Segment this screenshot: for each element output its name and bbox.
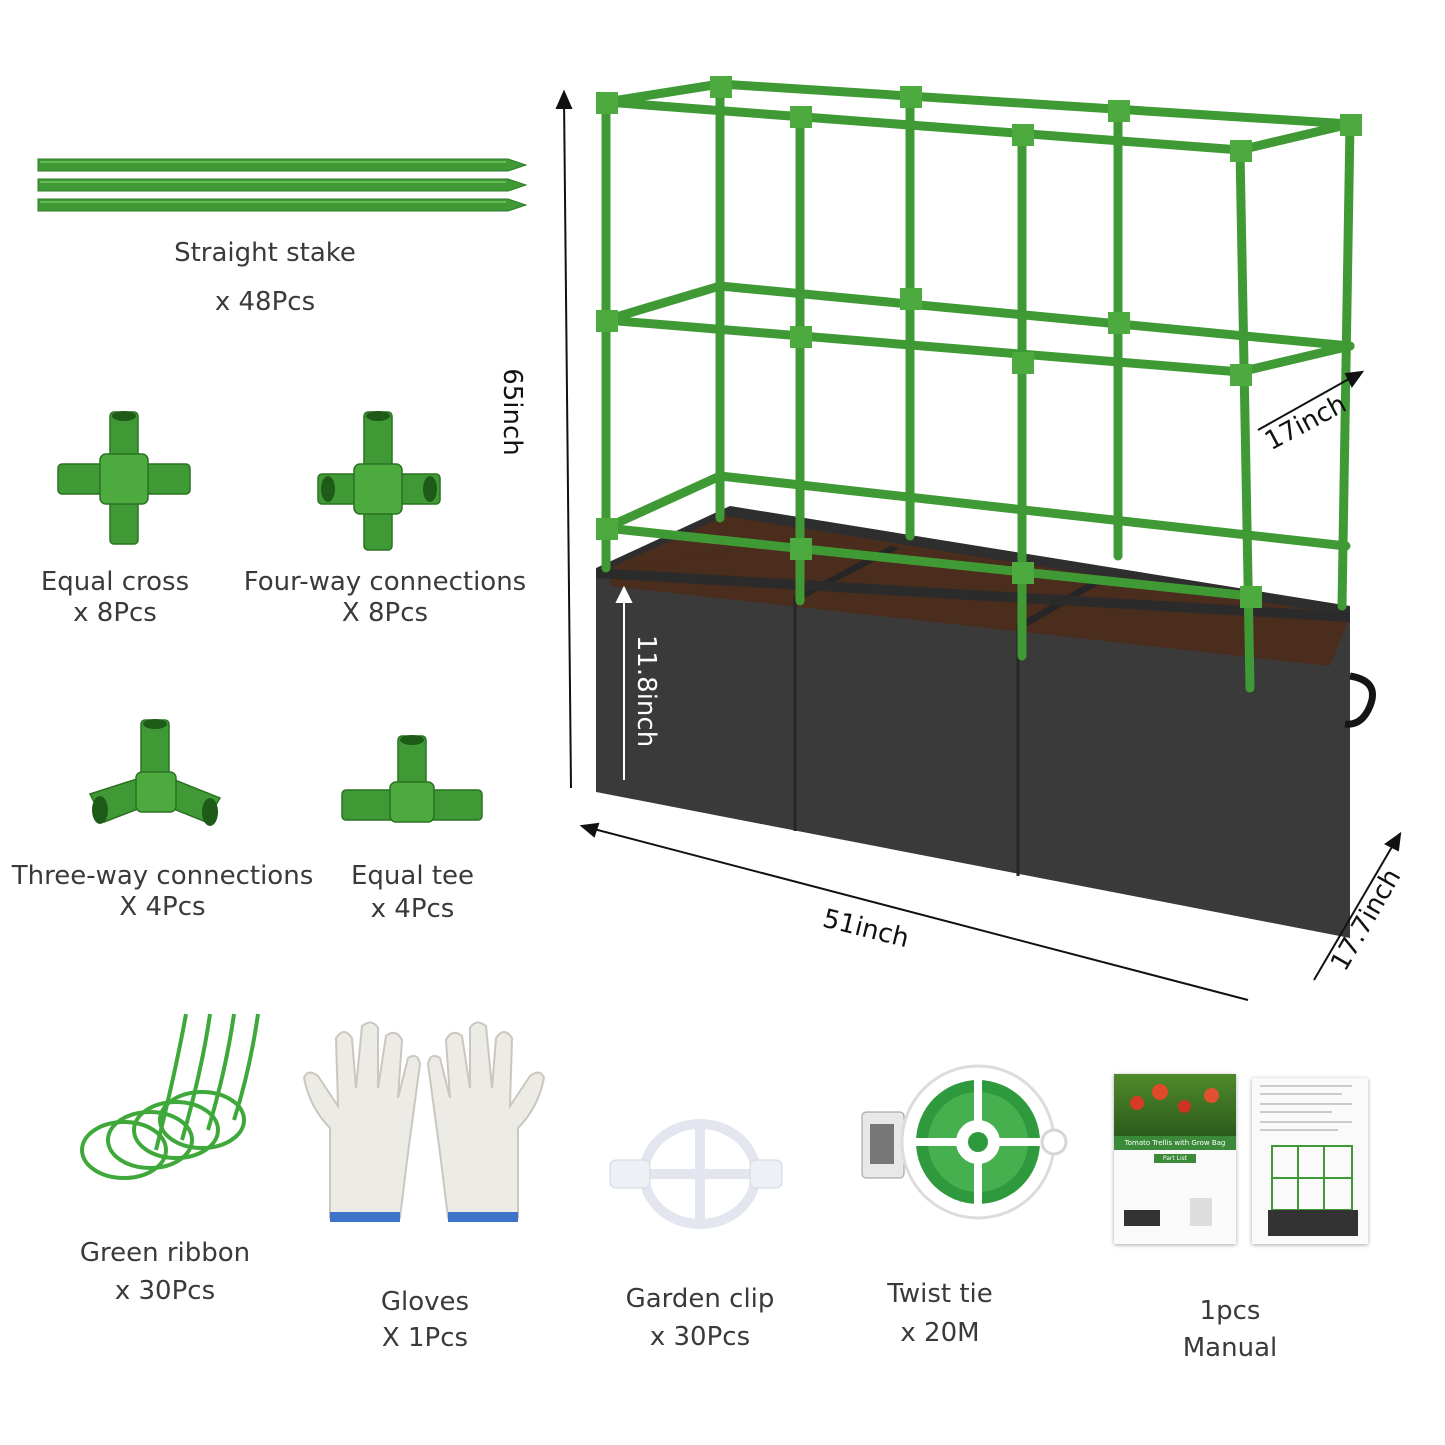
green-ribbon-label: Green ribbon <box>79 1238 251 1268</box>
tomato-icon <box>1130 1096 1144 1110</box>
manual-photo <box>1114 1074 1236 1136</box>
garden-clip-label: Garden clip <box>625 1284 775 1314</box>
garden-clip-qty: x 30Pcs <box>649 1322 751 1352</box>
four-way-image <box>316 410 442 552</box>
manual-label: Manual <box>1182 1333 1278 1363</box>
tomato-icon <box>1152 1084 1168 1100</box>
manual-part-image <box>1190 1198 1212 1226</box>
manual-section: Part List <box>1154 1154 1196 1163</box>
four-way-qty: X 8Pcs <box>341 598 429 628</box>
tomato-icon <box>1178 1100 1191 1113</box>
green-ribbon-qty: x 30Pcs <box>114 1276 216 1306</box>
bag-height-dimension: 11.8inch <box>631 634 662 748</box>
tomato-icon <box>1204 1088 1219 1103</box>
gloves-label: Gloves <box>380 1287 470 1317</box>
straight-stake-image <box>36 152 531 218</box>
manual-title: Tomato Trellis with Grow Bag <box>1114 1136 1236 1150</box>
three-way-image <box>86 718 224 834</box>
three-way-label: Three-way connections <box>11 861 314 891</box>
manual-part-image <box>1124 1210 1160 1226</box>
green-ribbon-image <box>76 1010 262 1186</box>
straight-stake-label: Straight stake <box>174 238 356 268</box>
garden-clip-image <box>604 1112 786 1238</box>
height-dimension: 65inch <box>496 368 527 456</box>
equal-cross-qty: x 8Pcs <box>73 598 157 628</box>
twist-tie-image <box>848 1062 1070 1222</box>
gloves-qty: X 1Pcs <box>381 1323 469 1353</box>
equal-cross-label: Equal cross <box>40 567 190 597</box>
twist-tie-qty: x 20M <box>900 1318 980 1348</box>
equal-tee-label: Equal tee <box>350 861 475 891</box>
four-way-label: Four-way connections <box>243 567 527 597</box>
trellis-grow-bag-image <box>590 76 1380 956</box>
equal-tee-image <box>340 734 484 824</box>
equal-tee-qty: x 4Pcs <box>370 894 455 924</box>
straight-stake-qty: x 48Pcs <box>214 287 316 317</box>
manual-qty: 1pcs <box>1199 1296 1261 1326</box>
equal-cross-image <box>56 408 192 548</box>
manual-cover: Tomato Trellis with Grow Bag Part List <box>1114 1074 1236 1244</box>
manual-page <box>1252 1078 1368 1244</box>
three-way-qty: X 4Pcs <box>119 892 206 922</box>
gloves-image <box>300 1018 548 1230</box>
twist-tie-label: Twist tie <box>887 1279 993 1309</box>
